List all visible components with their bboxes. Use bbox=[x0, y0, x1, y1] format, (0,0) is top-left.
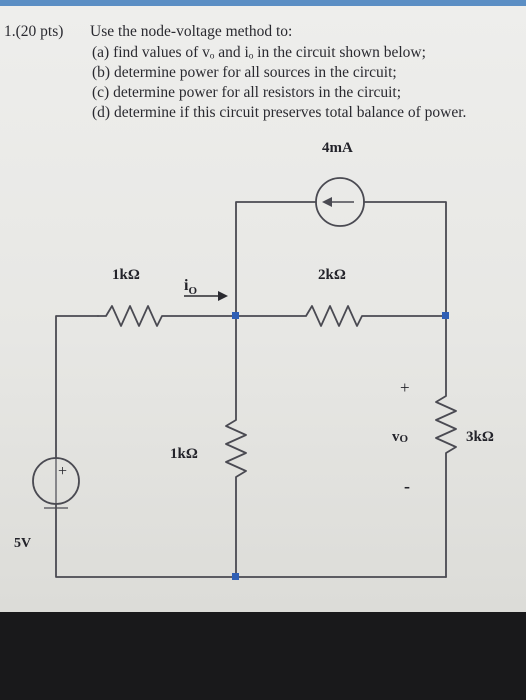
voltage-source-plus: + bbox=[58, 463, 67, 480]
node-left-top bbox=[232, 312, 239, 319]
problem-number: 1.(20 pts) bbox=[4, 23, 64, 40]
problem-item-b: (b) determine power for all sources in t… bbox=[92, 64, 397, 81]
node-right-top bbox=[442, 312, 449, 319]
problem-item-a: (a) find values of vₒ and iₒ in the circ… bbox=[92, 44, 426, 61]
current-io-arrowhead bbox=[218, 291, 228, 301]
current-source-4ma bbox=[315, 177, 365, 227]
circuit-nodes bbox=[232, 312, 449, 580]
problem-item-c: (c) determine power for all resistors in… bbox=[92, 84, 402, 101]
resistor-1k-middle-label: 1kΩ bbox=[170, 446, 198, 462]
voltage-source-5v bbox=[32, 457, 80, 509]
resistor-1k-top-label: 1kΩ bbox=[112, 267, 140, 283]
screen-bottom-bezel bbox=[0, 612, 526, 700]
vo-label: vO bbox=[392, 429, 409, 445]
wire-left-branch bbox=[55, 315, 99, 459]
circuit-wires bbox=[55, 201, 457, 578]
resistor-1k-top bbox=[97, 305, 237, 327]
vo-minus: - bbox=[404, 476, 410, 496]
problem-item-d: (d) determine if this circuit preserves … bbox=[92, 104, 467, 121]
current-io-sub: O bbox=[188, 285, 197, 297]
resistor-1k-middle bbox=[225, 315, 247, 578]
current-io-label: iO bbox=[184, 277, 197, 297]
resistor-3k bbox=[435, 315, 457, 578]
current-source-label: 4mA bbox=[322, 140, 353, 156]
current-io-main: i bbox=[184, 277, 189, 294]
circuit-diagram: 4mA + 5V 1kΩ 2kΩ 1kΩ 3kΩ iO + vO - bbox=[14, 140, 494, 580]
problem-stem: Use the node-voltage method to: bbox=[90, 23, 293, 40]
resistor-3k-label: 3kΩ bbox=[466, 429, 494, 445]
node-bottom bbox=[232, 573, 239, 580]
wire-bottom bbox=[55, 503, 447, 578]
voltage-source-label: 5V bbox=[14, 536, 31, 551]
problem-items: (a) find values of vₒ and iₒ in the circ… bbox=[92, 43, 466, 123]
top-accent-bar bbox=[0, 0, 526, 6]
vo-label-main: v bbox=[392, 429, 400, 445]
vo-plus: + bbox=[400, 378, 410, 397]
wire-top-loop-right bbox=[363, 201, 447, 317]
resistor-2k bbox=[235, 305, 447, 327]
resistor-2k-label: 2kΩ bbox=[318, 267, 346, 283]
wire-top-loop bbox=[235, 201, 317, 317]
worksheet-page: 1.(20 pts) Use the node-voltage method t… bbox=[0, 0, 526, 612]
vo-label-sub: O bbox=[400, 433, 409, 445]
